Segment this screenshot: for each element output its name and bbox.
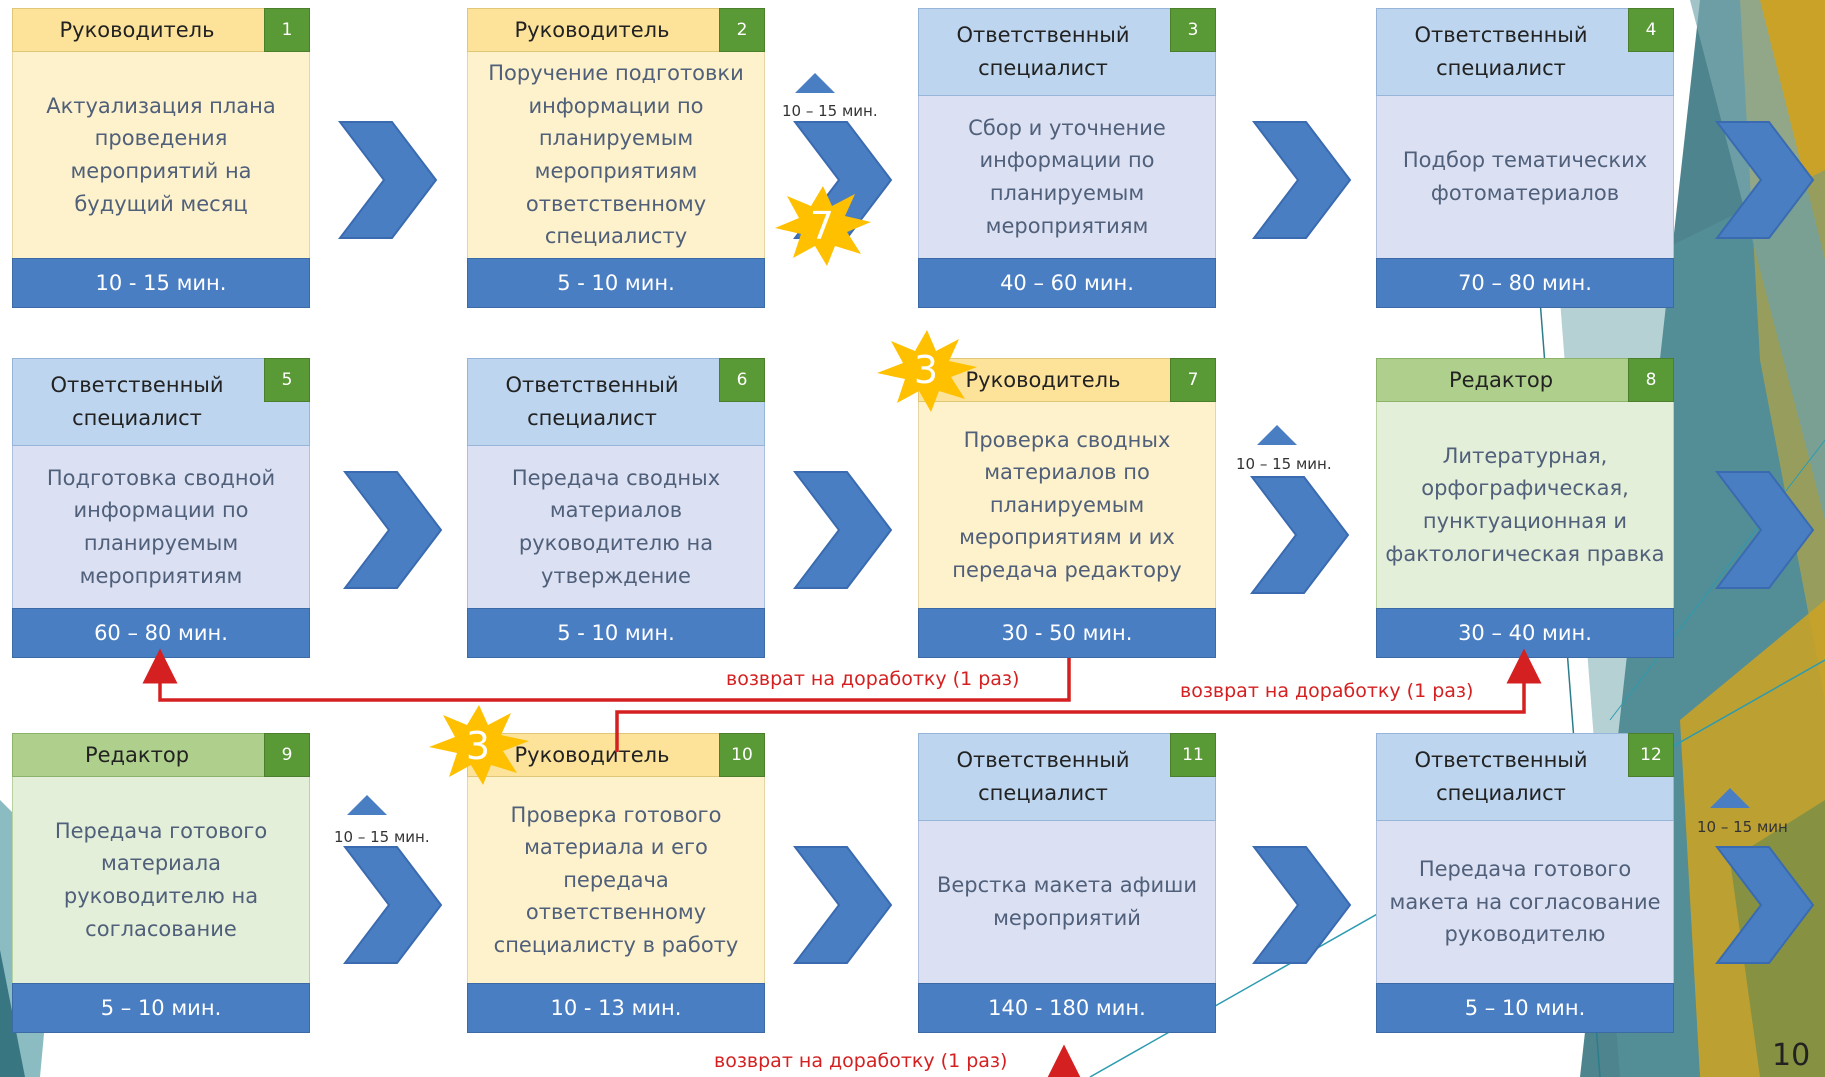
wait-triangle-icon [1257, 425, 1297, 445]
step-number: 6 [719, 358, 765, 402]
role-label: Руководитель [467, 8, 765, 52]
step-card-8: Редактор 8 Литературная, орфографическая… [1376, 358, 1674, 658]
task-text: Литературная, орфографическая, пунктуаци… [1376, 402, 1674, 608]
step-number: 2 [719, 8, 765, 52]
duration-bar: 10 - 13 мин. [467, 983, 765, 1033]
task-text: Передача сводных материалов руководителю… [467, 446, 765, 608]
step-card-11: Ответственный специалист 11 Верстка маке… [918, 733, 1216, 1033]
step-card-1: Руководитель 1 Актуализация плана провед… [12, 8, 310, 308]
role-label: Редактор [12, 733, 310, 777]
step-card-5: Ответственный специалист 5 Подготовка св… [12, 358, 310, 658]
step-card-7: Руководитель 7 Проверка сводных материал… [918, 358, 1216, 658]
flow-arrow-icon [338, 121, 438, 239]
step-card-4: Ответственный специалист 4 Подбор темати… [1376, 8, 1674, 308]
flow-arrow-icon [1715, 121, 1815, 239]
step-card-3: Ответственный специалист 3 Сбор и уточне… [918, 8, 1216, 308]
flow-arrow-icon [1715, 471, 1815, 589]
wait-triangle-icon [795, 73, 835, 93]
step-number: 5 [264, 358, 310, 402]
badge-number: 3 [465, 724, 491, 768]
return-label: возврат на доработку (1 раз) [1180, 680, 1474, 702]
wait-time-label: 10 – 15 мин. [782, 102, 878, 120]
flow-arrow-icon [1252, 121, 1352, 239]
starburst-badge-icon [429, 705, 529, 785]
role-label: Руководитель [12, 8, 310, 52]
flow-arrow-icon [1252, 846, 1352, 964]
wait-triangle-icon [347, 795, 387, 815]
duration-bar: 40 – 60 мин. [918, 258, 1216, 308]
step-number: 9 [264, 733, 310, 777]
step-card-6: Ответственный специалист 6 Передача свод… [467, 358, 765, 658]
duration-bar: 5 - 10 мин. [467, 608, 765, 658]
duration-bar: 30 – 40 мин. [1376, 608, 1674, 658]
task-text: Верстка макета афиши мероприятий [918, 821, 1216, 983]
duration-bar: 5 - 10 мин. [467, 258, 765, 308]
task-text: Передача готового материала руководителю… [12, 777, 310, 983]
duration-bar: 70 – 80 мин. [1376, 258, 1674, 308]
step-number: 4 [1628, 8, 1674, 52]
step-number: 3 [1170, 8, 1216, 52]
wait-time-label: 10 – 15 мин. [334, 828, 430, 846]
return-label: возврат на доработку (1 раз) [714, 1050, 1008, 1072]
step-card-12: Ответственный специалист 12 Передача гот… [1376, 733, 1674, 1033]
duration-bar: 5 – 10 мин. [12, 983, 310, 1033]
step-number: 7 [1170, 358, 1216, 402]
role-label: Ответственный специалист [467, 358, 765, 446]
step-number: 12 [1628, 733, 1674, 777]
return-label: возврат на доработку (1 раз) [726, 668, 1020, 690]
task-text: Подбор тематических фотоматериалов [1376, 96, 1674, 258]
wait-triangle-icon [1710, 788, 1750, 808]
task-text: Актуализация плана проведения мероприяти… [12, 52, 310, 258]
flow-arrow-icon [343, 471, 443, 589]
starburst-badge-icon [775, 186, 871, 266]
slide-number: 10 [1772, 1038, 1811, 1073]
step-card-10: Руководитель 10 Проверка готового матери… [467, 733, 765, 1033]
duration-bar: 140 - 180 мин. [918, 983, 1216, 1033]
task-text: Передача готового макета на согласование… [1376, 821, 1674, 983]
role-label: Ответственный специалист [12, 358, 310, 446]
flow-arrow-icon [793, 471, 893, 589]
duration-bar: 60 – 80 мин. [12, 608, 310, 658]
wait-time-label: 10 – 15 мин [1697, 818, 1788, 836]
step-number: 1 [264, 8, 310, 52]
task-text: Проверка готового материала и его переда… [467, 777, 765, 983]
duration-bar: 10 - 15 мин. [12, 258, 310, 308]
badge-number: 7 [809, 204, 835, 248]
flow-arrow-icon [343, 846, 443, 964]
step-number: 8 [1628, 358, 1674, 402]
task-text: Проверка сводных материалов по планируем… [918, 402, 1216, 608]
step-number: 10 [719, 733, 765, 777]
duration-bar: 5 – 10 мин. [1376, 983, 1674, 1033]
step-number: 11 [1170, 733, 1216, 777]
badge-number: 3 [913, 348, 939, 392]
step-card-9: Редактор 9 Передача готового материала р… [12, 733, 310, 1033]
starburst-badge-icon [877, 330, 977, 412]
duration-bar: 30 - 50 мин. [918, 608, 1216, 658]
role-label: Редактор [1376, 358, 1674, 402]
role-label: Ответственный специалист [918, 8, 1216, 96]
task-text: Подготовка сводной информации по планиру… [12, 446, 310, 608]
flow-arrow-icon [1250, 476, 1350, 594]
flow-arrow-icon [793, 846, 893, 964]
task-text: Поручение подготовки информации по плани… [467, 52, 765, 258]
task-text: Сбор и уточнение информации по планируем… [918, 96, 1216, 258]
wait-time-label: 10 – 15 мин. [1236, 455, 1332, 473]
role-label: Ответственный специалист [1376, 8, 1674, 96]
step-card-2: Руководитель 2 Поручение подготовки инфо… [467, 8, 765, 308]
flow-arrow-icon [1715, 846, 1815, 964]
